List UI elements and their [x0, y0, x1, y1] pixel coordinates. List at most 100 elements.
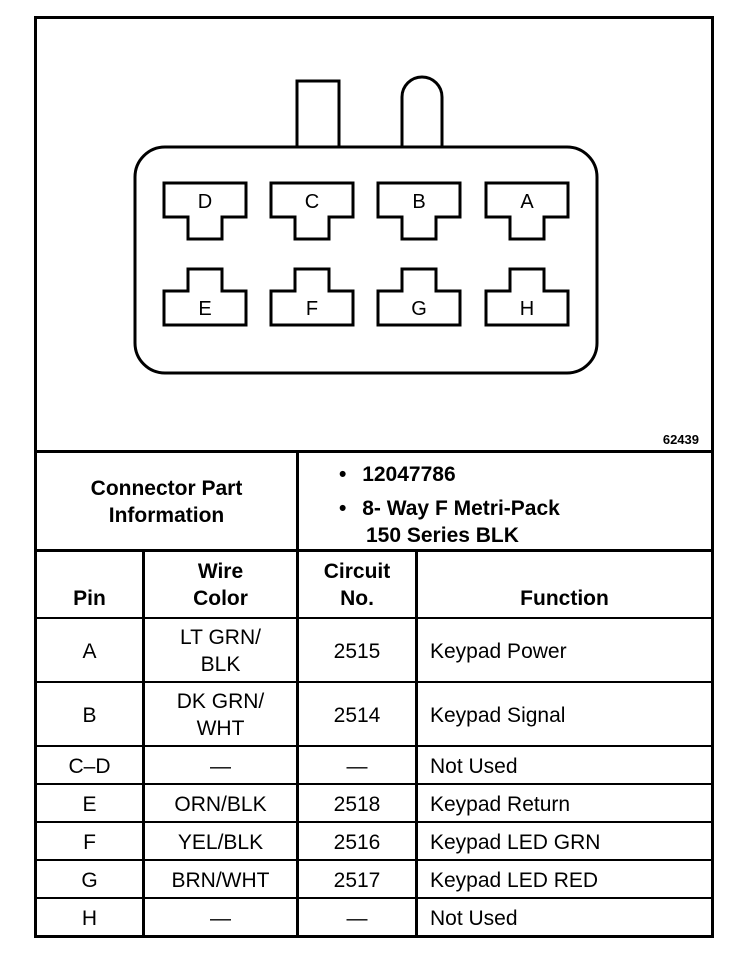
- row-divider: [37, 859, 711, 861]
- column-divider-3: [415, 549, 418, 938]
- divider-diagram-info: [37, 450, 711, 453]
- pin-value: B: [82, 703, 97, 727]
- pin-label: B: [412, 191, 425, 213]
- cell-function: Not Used: [418, 899, 711, 937]
- bullet: •: [339, 463, 347, 486]
- pin-label: E: [198, 298, 211, 320]
- pin-value: E: [82, 792, 97, 816]
- pin-value: A: [82, 639, 97, 663]
- cell-function: Keypad Signal: [418, 683, 711, 747]
- pin-label: H: [520, 298, 534, 320]
- cell-wire-color: LT GRN/BLK: [145, 619, 296, 683]
- header-circuit-line1: Circuit: [323, 560, 391, 583]
- cell-circuit: 2516: [299, 823, 415, 861]
- header-function-label: Function: [520, 587, 609, 610]
- header-wire-line1: Wire: [197, 560, 244, 583]
- header-wire-line2: Color: [193, 587, 248, 610]
- circuit-value: 2518: [333, 792, 381, 816]
- cell-circuit: 2514: [299, 683, 415, 747]
- cell-pin: H: [37, 899, 142, 937]
- connector-diagram: D C B A E F G H 62439: [37, 19, 711, 453]
- cell-wire-color: —: [145, 899, 296, 937]
- row-divider: [37, 681, 711, 683]
- pin-b: B: [376, 181, 462, 241]
- wire-color-line1: ORN/BLK: [174, 792, 267, 816]
- pin-e: E: [162, 267, 248, 327]
- cell-pin: B: [37, 683, 142, 747]
- header-function: Function: [418, 552, 711, 618]
- circuit-value: 2516: [333, 830, 381, 854]
- pin-f: F: [269, 267, 355, 327]
- wire-color-line1: LT GRN/: [180, 626, 261, 649]
- function-value: Keypad Return: [430, 792, 571, 816]
- header-circuit-line2: No.: [340, 587, 374, 610]
- divider-info-table: [37, 549, 711, 552]
- description-line: • 8- Way F Metri-Pack: [339, 495, 560, 522]
- diagram-id: 62439: [662, 432, 699, 447]
- pin-value: G: [81, 868, 98, 892]
- pin-g: G: [376, 267, 462, 327]
- divider-info-vertical: [296, 450, 299, 551]
- description-line1: 8- Way F Metri-Pack: [362, 497, 560, 520]
- wire-color-line1: YEL/BLK: [177, 830, 264, 854]
- pin-c: C: [269, 181, 355, 241]
- cell-pin: G: [37, 861, 142, 899]
- pin-label: A: [520, 191, 534, 213]
- pin-h: H: [484, 267, 570, 327]
- cell-circuit: —: [299, 747, 415, 785]
- wire-color-line1: —: [210, 754, 231, 778]
- latch-tab-round: [400, 75, 444, 149]
- cell-pin: A: [37, 619, 142, 683]
- part-number: 12047786: [362, 463, 456, 486]
- pin-label: C: [305, 191, 319, 213]
- row-divider: [37, 617, 711, 619]
- connector-part-label-line1: Connector Part: [90, 477, 243, 500]
- circuit-value: —: [346, 754, 368, 778]
- cell-wire-color: BRN/WHT: [145, 861, 296, 899]
- cell-pin: F: [37, 823, 142, 861]
- cell-function: Keypad LED RED: [418, 861, 711, 899]
- wire-color-line1: DK GRN/: [176, 690, 265, 713]
- circuit-value: —: [346, 906, 368, 930]
- cell-wire-color: DK GRN/WHT: [145, 683, 296, 747]
- pin-value: H: [81, 906, 98, 930]
- pin-label: G: [411, 298, 427, 320]
- cell-function: Keypad LED GRN: [418, 823, 711, 861]
- cell-function: Keypad Power: [418, 619, 711, 683]
- cell-wire-color: ORN/BLK: [145, 785, 296, 823]
- pin-value: F: [83, 830, 96, 854]
- latch-tab-square: [295, 79, 341, 151]
- row-divider: [37, 821, 711, 823]
- connector-body: [133, 145, 599, 375]
- cell-pin: C–D: [37, 747, 142, 785]
- cell-circuit: 2515: [299, 619, 415, 683]
- function-value: Not Used: [430, 754, 518, 778]
- wire-color-line1: —: [210, 906, 231, 930]
- circuit-value: 2515: [333, 639, 381, 663]
- cell-pin: E: [37, 785, 142, 823]
- cell-function: Keypad Return: [418, 785, 711, 823]
- pin-d: D: [162, 181, 248, 241]
- wire-color-line2: BLK: [200, 653, 241, 676]
- pin-label: F: [306, 298, 318, 320]
- wire-color-line1: BRN/WHT: [171, 868, 270, 892]
- description-line2: 150 Series BLK: [366, 524, 519, 547]
- cell-circuit: —: [299, 899, 415, 937]
- function-value: Not Used: [430, 906, 518, 930]
- connector-part-info: • 12047786 • 8- Way F Metri-Pack 150 Ser…: [299, 455, 711, 549]
- circuit-value: 2514: [333, 703, 381, 727]
- function-value: Keypad LED GRN: [430, 830, 601, 854]
- circuit-value: 2517: [333, 868, 381, 892]
- row-divider: [37, 783, 711, 785]
- connector-drawing: D C B A E F G H: [133, 75, 599, 375]
- function-value: Keypad Power: [430, 639, 567, 663]
- header-pin: Pin: [37, 552, 142, 618]
- cell-circuit: 2517: [299, 861, 415, 899]
- column-divider-1: [142, 549, 145, 938]
- connector-part-label: Connector Part Information: [37, 453, 296, 551]
- cell-wire-color: —: [145, 747, 296, 785]
- cell-wire-color: YEL/BLK: [145, 823, 296, 861]
